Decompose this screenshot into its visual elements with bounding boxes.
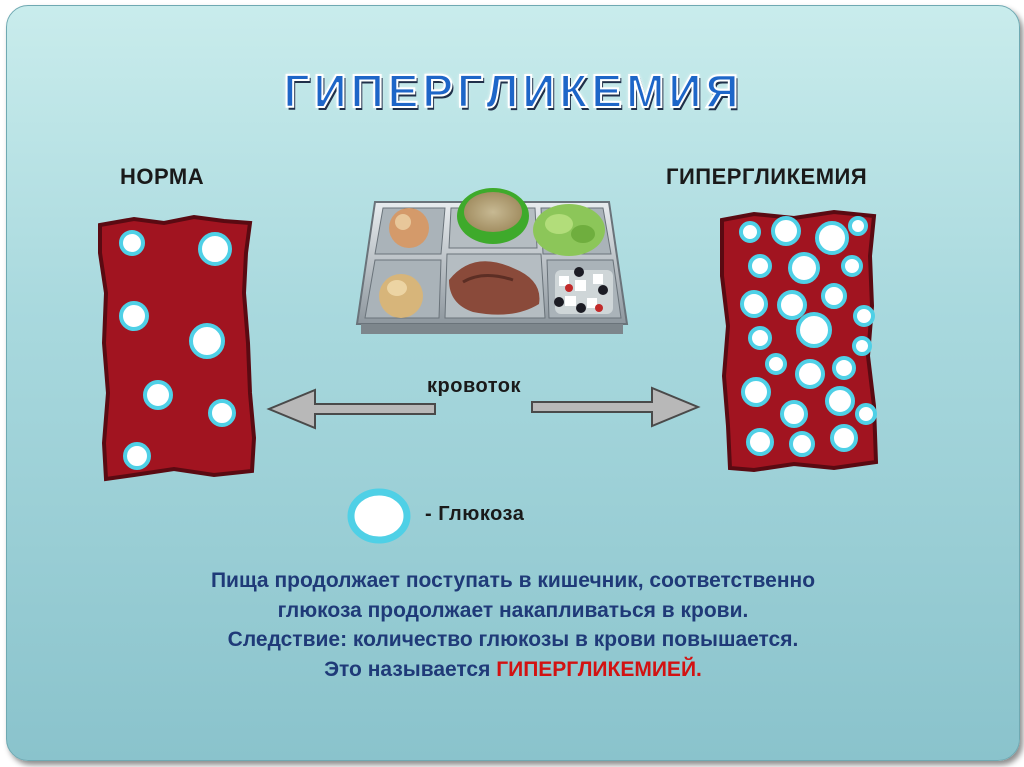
caption-line-4-prefix: Это называется — [324, 657, 497, 681]
blood-flow-label: кровоток — [427, 375, 521, 397]
caption-line-3: Следствие: количество глюкозы в крови по… — [227, 628, 799, 651]
glucose-legend-icon — [347, 488, 411, 544]
hyperglycemia-label: ГИПЕРГЛИКЕМИЯ — [666, 164, 868, 189]
arrow-left-icon — [266, 388, 436, 430]
normal-blood-sample — [98, 214, 256, 482]
caption-line-1: Пища продолжает поступать в кишечник, со… — [210, 569, 816, 592]
glucose-legend-label: - Глюкоза — [425, 503, 525, 525]
hyperglycemia-blood-sample — [720, 209, 879, 473]
caption-line-2: глюкоза продолжает накапливаться в крови… — [277, 598, 749, 622]
slide-title: ГИПЕРГЛИКЕМИЯ — [282, 64, 743, 118]
caption-line-4: Это называется ГИПЕРГЛИКЕМИЕЙ. — [7, 655, 1019, 685]
arrow-right-icon — [531, 386, 701, 428]
explanation-text: Пища продолжает поступать в кишечник, со… — [7, 566, 1019, 684]
caption-highlight: ГИПЕРГЛИКЕМИЕЙ. — [496, 657, 702, 681]
normal-label: НОРМА — [120, 164, 205, 189]
slide-background: ГИПЕРГЛИКЕМИЯ НОРМА ГИПЕРГЛИКЕМИЯ — [6, 5, 1020, 761]
food-tray-image — [355, 188, 629, 334]
